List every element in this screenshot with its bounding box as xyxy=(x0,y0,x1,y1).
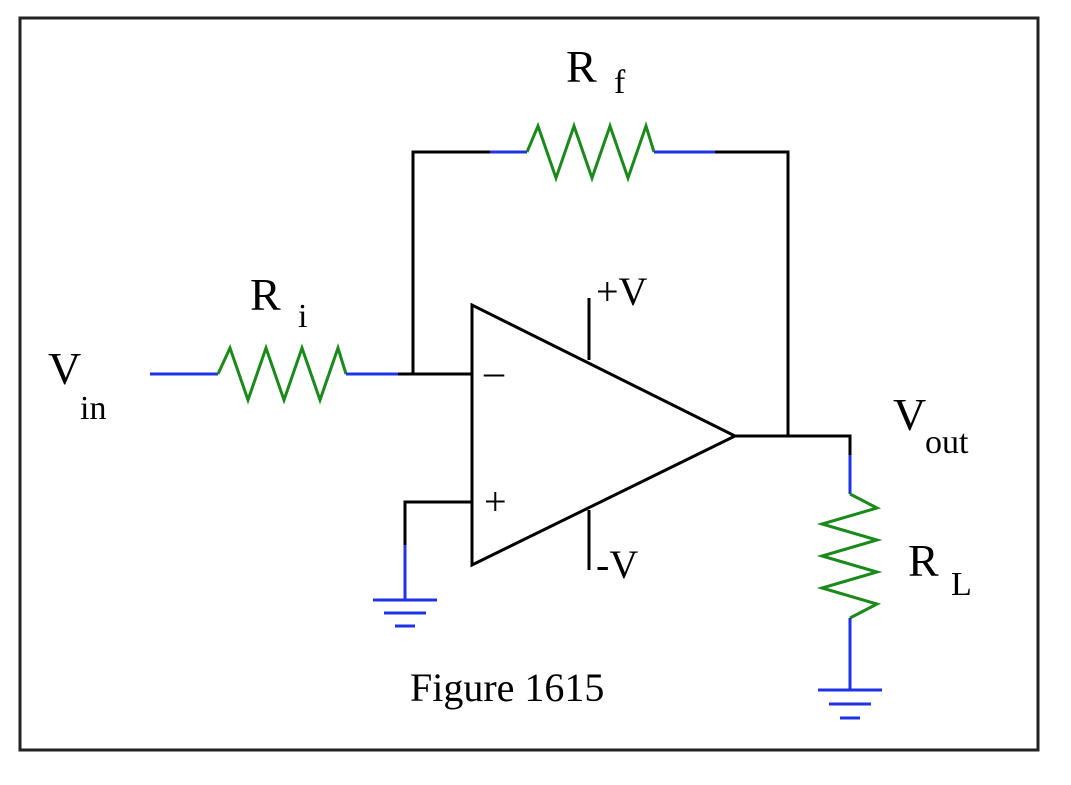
ground-left-symbol xyxy=(373,598,437,628)
ri-label: R xyxy=(250,269,281,320)
ri-subscript: i xyxy=(298,298,308,335)
noninverting-input-wire xyxy=(403,500,472,545)
feedback-right-wire xyxy=(715,150,790,436)
rf-resistor xyxy=(525,121,656,183)
figure-frame xyxy=(18,16,1040,752)
rl-subscript: L xyxy=(951,566,972,603)
ground-right-symbol xyxy=(818,688,882,720)
rf-label: R xyxy=(566,41,597,92)
opamp-triangle xyxy=(470,302,739,568)
ri-resistor xyxy=(216,343,348,405)
vout-label: V xyxy=(893,389,927,440)
negative-supply-label: -V xyxy=(596,542,639,587)
output-wire xyxy=(735,434,852,455)
rf-subscript: f xyxy=(614,64,626,101)
positive-supply-label: +V xyxy=(596,269,648,314)
vin-label: V xyxy=(48,343,82,394)
rl-resistor xyxy=(816,492,883,620)
vin-subscript: in xyxy=(80,390,107,427)
vout-subscript: out xyxy=(925,424,969,461)
feedback-left-wire xyxy=(411,150,490,374)
inverting-input-sign: – xyxy=(484,349,504,394)
rl-label: R xyxy=(908,535,939,586)
figure-caption: Figure 1615 xyxy=(410,665,605,710)
noninverting-input-sign: + xyxy=(484,479,507,524)
